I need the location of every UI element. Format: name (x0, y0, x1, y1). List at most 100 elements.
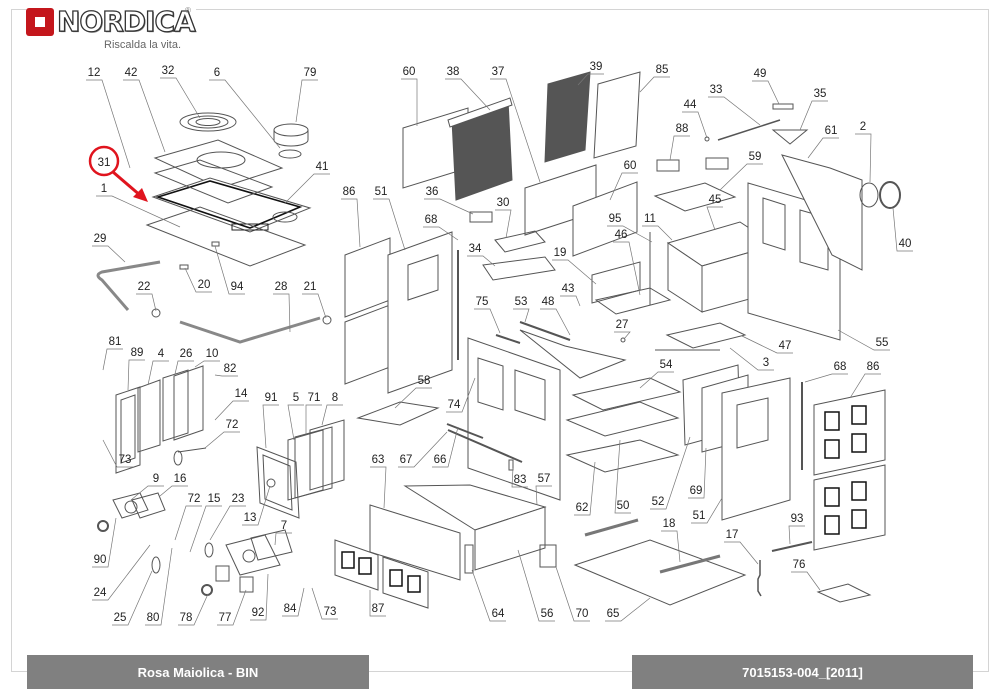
leader-line-87 (369, 590, 386, 617)
leader-line-69 (688, 447, 707, 499)
callout-label-60: 60 (403, 66, 416, 78)
leader-line-65 (605, 597, 651, 622)
part-rod-33 (717, 119, 781, 141)
part-rail-29 (96, 260, 161, 311)
leader-line-38 (445, 78, 491, 111)
brand-logo: NORDICA ® Riscalda la vita. (26, 4, 196, 51)
part-regulator-90 (97, 520, 109, 532)
part-spring-83 (508, 459, 514, 471)
leader-line-55 (837, 329, 890, 351)
callout-label-44: 44 (684, 99, 697, 111)
leader-line-26 (174, 360, 194, 375)
highlight-arrow-shaft (112, 170, 142, 198)
part-drawer-57 (369, 484, 547, 581)
callout-label-66: 66 (434, 454, 447, 466)
callout-label-75: 75 (476, 296, 489, 308)
leader-line-60 (609, 172, 638, 201)
leader-line-29 (92, 245, 126, 263)
callout-label-46: 46 (615, 229, 628, 241)
part-panel-85 (593, 71, 641, 159)
part-block-77a (215, 565, 230, 582)
callout-label-31: 31 (98, 157, 111, 169)
callout-label-16: 16 (174, 473, 187, 485)
part-insulation-1 (145, 206, 307, 267)
leader-line-71 (305, 404, 322, 434)
callout-label-47: 47 (779, 340, 792, 352)
leader-line-73 (311, 587, 338, 620)
part-plate-88b (705, 157, 729, 170)
callout-label-7: 7 (281, 520, 287, 532)
leader-line-33 (708, 96, 761, 126)
model-name-banner: Rosa Maiolica - BIN (27, 655, 369, 689)
leader-line-11 (642, 225, 673, 241)
leader-line-67 (398, 431, 448, 468)
leader-line-76 (791, 571, 821, 591)
highlight-31 (88, 145, 148, 202)
leader-line-88 (669, 135, 690, 161)
leader-line-25 (112, 570, 153, 626)
callout-label-94: 94 (231, 281, 244, 293)
leader-line-70 (555, 566, 590, 622)
part-gasket-16 (131, 492, 166, 519)
callout-label-92: 92 (252, 607, 265, 619)
callout-label-89: 89 (131, 347, 144, 359)
part-lower-door-92 (225, 534, 281, 576)
leader-line-5 (287, 404, 304, 441)
part-oven-bottom-62 (565, 439, 680, 473)
callout-label-48: 48 (542, 296, 555, 308)
part-glass-10 (173, 365, 204, 441)
callout-label-79: 79 (304, 67, 317, 79)
part-plate-70 (539, 544, 557, 568)
part-frame-31 (151, 177, 312, 233)
callout-label-2: 2 (860, 121, 866, 133)
callout-label-62: 62 (576, 502, 589, 514)
part-tile-panel-87 (334, 539, 429, 609)
leader-line-83 (511, 467, 528, 488)
leader-line-86 (849, 373, 881, 399)
leader-line-19 (552, 259, 597, 285)
callout-label-37: 37 (492, 66, 505, 78)
part-side-51-right (721, 377, 791, 521)
part-plate-88a (656, 159, 680, 172)
part-gasket-2 (859, 182, 879, 208)
leader-line-41 (284, 173, 330, 204)
callout-label-23: 23 (232, 493, 245, 505)
highlight-circle (88, 145, 120, 177)
callout-label-76: 76 (793, 559, 806, 571)
leader-line-24 (92, 544, 151, 601)
leader-line-46 (613, 241, 641, 296)
callout-label-33: 33 (710, 84, 723, 96)
part-insulation-12 (153, 159, 274, 204)
leader-line-52 (650, 436, 691, 510)
leader-line-77 (217, 589, 247, 626)
callout-label-55: 55 (876, 337, 889, 349)
leader-line-94 (214, 245, 245, 295)
part-door-89 (115, 386, 141, 474)
callout-label-65: 65 (607, 608, 620, 620)
leader-line-47 (741, 335, 793, 354)
leader-line-21 (302, 293, 327, 319)
callout-label-45: 45 (709, 194, 722, 206)
part-frame-47 (665, 322, 747, 349)
callout-label-43: 43 (562, 283, 575, 295)
part-flue-40 (879, 181, 901, 209)
part-deflector-35 (771, 129, 809, 145)
callout-label-34: 34 (469, 243, 482, 255)
part-gasket-7 (250, 529, 293, 561)
leader-line-59 (719, 163, 763, 191)
leader-line-51 (373, 198, 406, 251)
callout-label-42: 42 (125, 67, 138, 79)
part-rail-93 (771, 541, 813, 552)
part-knob-25 (151, 556, 161, 574)
leader-line-35 (799, 100, 828, 131)
callout-label-81: 81 (109, 336, 122, 348)
part-block-77 (239, 576, 254, 593)
part-firebox-39 (544, 71, 591, 163)
part-gasket-4 (137, 379, 161, 453)
callout-label-1: 1 (101, 183, 107, 195)
leader-line-18 (661, 530, 681, 563)
callout-label-56: 56 (541, 608, 554, 620)
callout-label-84: 84 (284, 603, 297, 615)
part-thermostat-17 (757, 560, 762, 597)
